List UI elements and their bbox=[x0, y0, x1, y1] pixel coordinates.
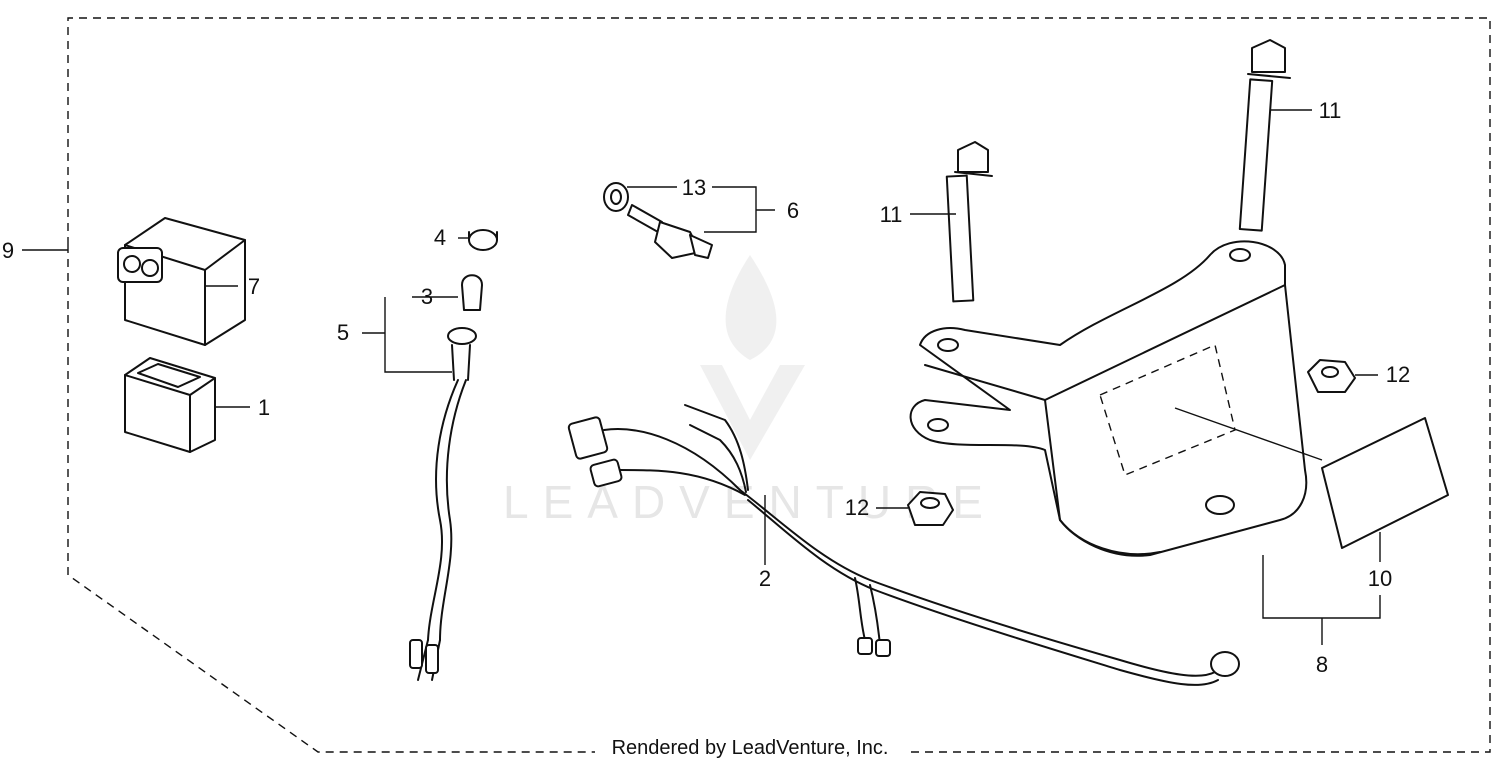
part-bracket bbox=[909, 240, 1308, 557]
part-nut-right bbox=[1307, 359, 1356, 393]
callout-12-center: 12 bbox=[845, 495, 869, 520]
callout-12-right: 12 bbox=[1386, 362, 1410, 387]
callout-2: 2 bbox=[759, 566, 771, 591]
part-bolt-left bbox=[945, 141, 993, 303]
callout-11-right: 11 bbox=[1319, 98, 1342, 123]
callout-11-left: 11 bbox=[880, 202, 903, 227]
part-label bbox=[1321, 417, 1449, 549]
callout-6: 6 bbox=[787, 198, 799, 223]
watermark-text: LEADVENTURE bbox=[503, 476, 997, 528]
callout-1: 1 bbox=[258, 395, 270, 420]
kit-outline bbox=[67, 17, 1491, 753]
part-main-harness bbox=[567, 404, 1240, 686]
callout-9: 9 bbox=[2, 238, 14, 263]
part-sensor bbox=[627, 204, 713, 259]
part-bolt-right bbox=[1238, 39, 1291, 232]
callout-8: 8 bbox=[1316, 652, 1328, 677]
callout-13: 13 bbox=[682, 175, 706, 200]
watermark: LEADVENTURE bbox=[503, 255, 997, 528]
callouts: 9 7 1 4 3 5 13 6 2 11 11 12 12 10 8 bbox=[2, 98, 1410, 677]
part-cap bbox=[468, 229, 498, 251]
part-cdi-unit bbox=[117, 217, 246, 346]
callout-3: 3 bbox=[421, 284, 433, 309]
leader-lines bbox=[22, 109, 1381, 645]
callout-5: 5 bbox=[337, 320, 349, 345]
callout-4: 4 bbox=[434, 225, 446, 250]
callout-10: 10 bbox=[1368, 566, 1392, 591]
part-rubber-mount bbox=[124, 357, 216, 453]
part-indicator-harness bbox=[409, 327, 477, 681]
part-nut-center bbox=[907, 491, 954, 526]
watermark-logo-icon bbox=[700, 255, 805, 460]
render-credit: Rendered by LeadVenture, Inc. bbox=[612, 737, 889, 759]
part-bulb bbox=[461, 274, 483, 311]
callout-7: 7 bbox=[248, 274, 260, 299]
part-washer bbox=[603, 182, 629, 212]
